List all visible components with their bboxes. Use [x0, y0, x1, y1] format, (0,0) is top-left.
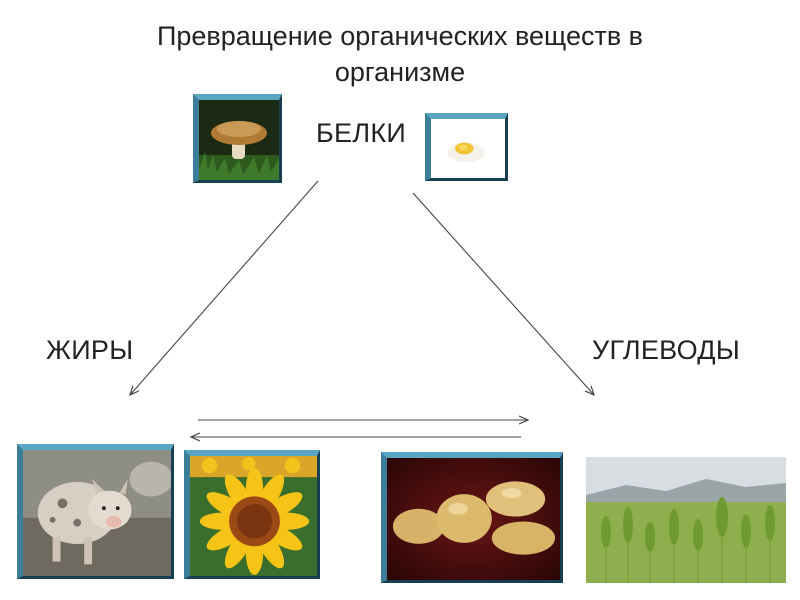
wheat-field-image — [586, 457, 786, 583]
pig-image — [17, 444, 174, 579]
egg-image — [425, 113, 508, 181]
arrow-proteins-to-carbohydrates — [413, 193, 594, 395]
potatoes-image — [381, 452, 563, 583]
arrow-proteins-to-fats — [130, 181, 318, 395]
mushroom-image — [193, 94, 282, 183]
sunflower-image — [184, 450, 320, 579]
